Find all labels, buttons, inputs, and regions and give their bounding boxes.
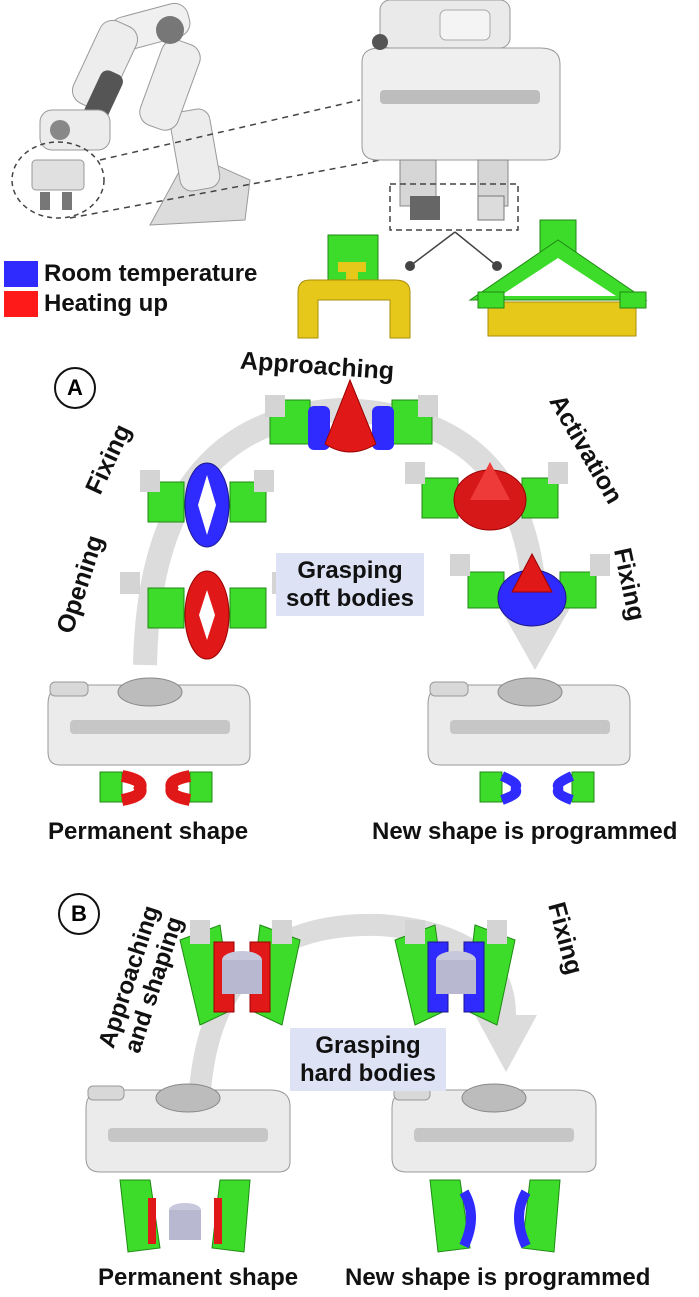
panel-b-arrow-head: [475, 1015, 537, 1072]
gripper-activation: [405, 462, 568, 531]
zoom-line-1: [99, 99, 361, 161]
housing-b-permanent: [85, 1083, 291, 1253]
legend-item-heating-up: Heating up: [4, 291, 257, 317]
panel-a-illustration: [47, 378, 631, 806]
zoom-line-2: [69, 159, 381, 219]
curved-finger-model: [297, 234, 411, 339]
panel-a-left-caption: Permanent shape: [48, 818, 249, 845]
housing-b-new: [391, 1083, 597, 1253]
red-swatch: [4, 291, 38, 317]
gripper-fixing-hard: [394, 920, 516, 1026]
gripper-fixing-right: [450, 552, 610, 627]
gripper-approaching: [265, 378, 438, 453]
panel-b-illustration: [85, 913, 597, 1253]
panel-b-center-label: Grasping hard bodies: [290, 1028, 447, 1092]
legend: Room temperature Heating up: [4, 261, 257, 317]
finger-zoom-box: [389, 183, 519, 231]
gripper-closeup: [361, 0, 561, 221]
housing-permanent-shape: [47, 677, 251, 806]
panel-b-marker: B: [58, 893, 100, 935]
panel-a-right-caption: New shape is programmed: [372, 818, 678, 845]
zoom-ellipse: [11, 141, 105, 219]
legend-label-room-temperature: Room temperature: [44, 260, 258, 287]
robot-arm: [31, 2, 251, 226]
center-label-line-1: Grasping: [297, 557, 403, 584]
gripper-approaching-shaping: [179, 920, 301, 1026]
center-label-b-line-1: Grasping: [315, 1032, 421, 1059]
gripper-fixing-left: [140, 462, 274, 548]
blue-swatch: [4, 261, 38, 287]
robot-overview-illustration: [11, 0, 648, 339]
legend-label-heating-up: Heating up: [44, 290, 168, 317]
housing-new-shape: [427, 677, 631, 805]
triangle-finger-model: [468, 219, 648, 337]
panel-b-left-caption: Permanent shape: [98, 1264, 299, 1291]
panel-a-center-label: Grasping soft bodies: [276, 553, 425, 617]
panel-b-right-caption: New shape is programmed: [345, 1264, 651, 1291]
center-label-b-line-2: hard bodies: [300, 1059, 437, 1087]
panel-a-marker: A: [54, 367, 96, 409]
center-label-line-2: soft bodies: [286, 584, 415, 612]
legend-item-room-temperature: Room temperature: [4, 261, 257, 287]
